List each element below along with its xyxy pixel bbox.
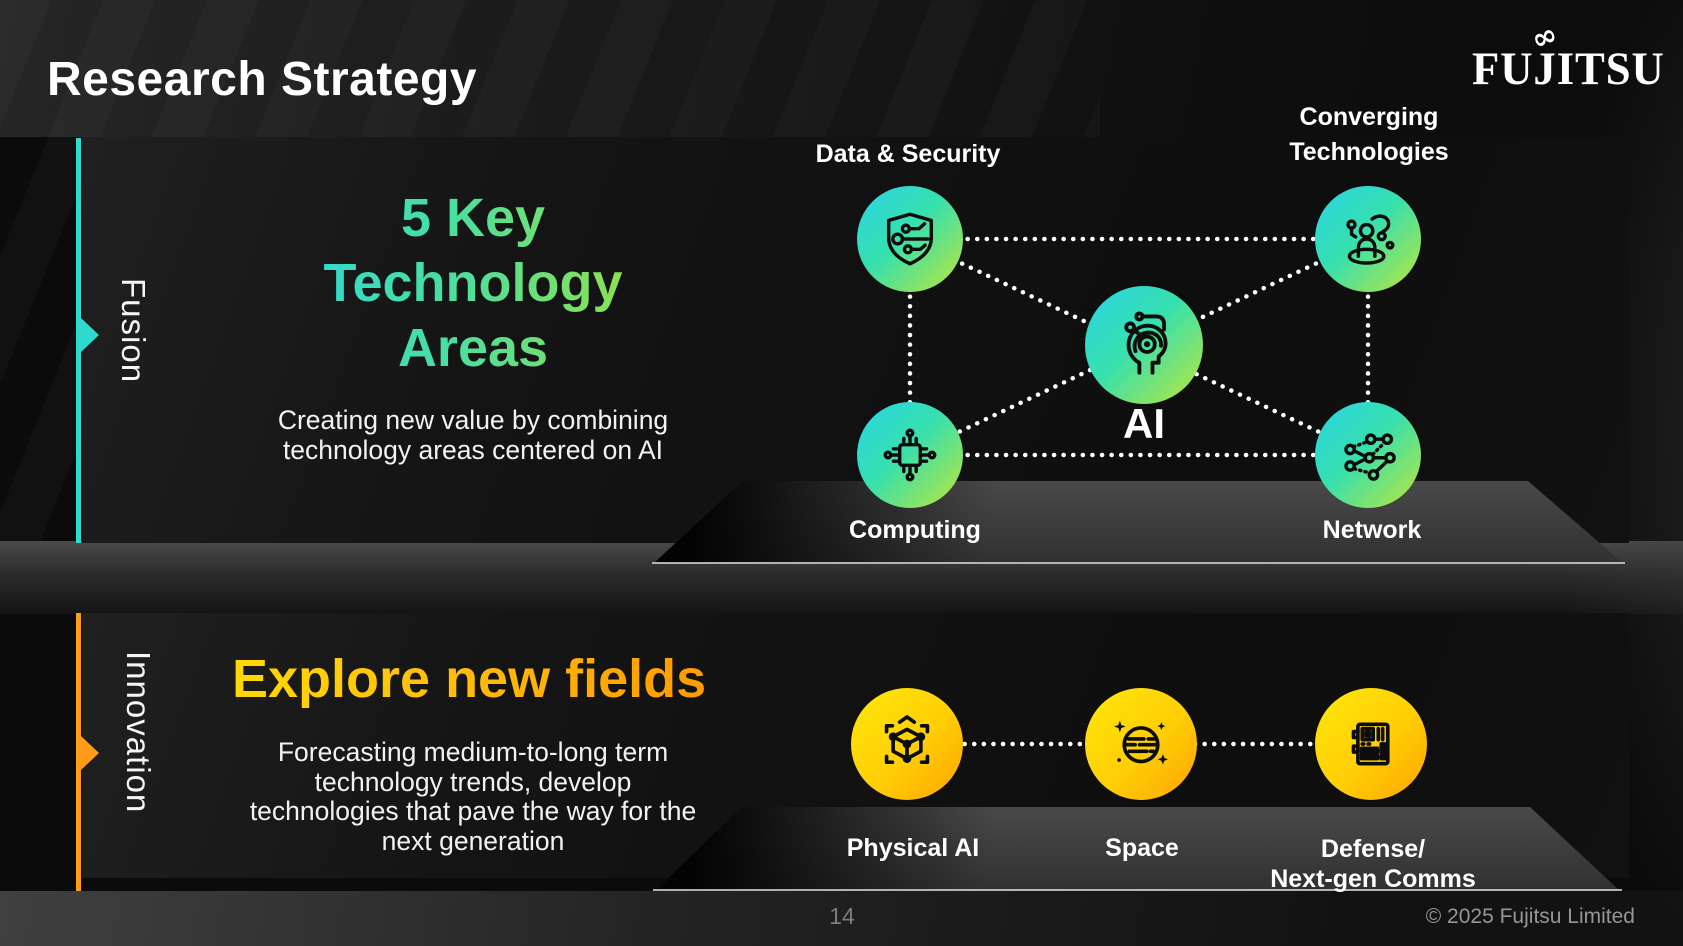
fusion-arrow-icon [81,318,99,352]
background-top-band [0,0,1683,137]
data-security-node [857,186,963,292]
defense-next-gen-comms-label: Defense/ Next-gen Comms [1270,834,1476,894]
fusion-heading: 5 Key Technology Areas [250,186,696,381]
person-network-icon [1346,214,1395,265]
fusion-heading-line-2: Technology [323,253,623,313]
innovation-platform-edge-line [653,889,1622,891]
fusion-heading-line-1: 5 Key [400,188,546,248]
converging-label-line-2: Technologies [1289,138,1449,166]
fujitsu-logo-text: FUJITSU [1472,43,1665,95]
innovation-description: Forecasting medium-to-long term technolo… [249,737,697,856]
background-footer-band [0,891,1683,946]
network-label: Network [1322,516,1422,544]
converging-label-line-1: Converging [1299,103,1439,131]
ai-head-icon [1124,311,1168,375]
converging-technologies-label: Converging Technologies [1289,100,1448,170]
innovation-accent-line [76,613,81,891]
physical-ai-label: Physical AI [846,834,980,862]
fusion-description: Creating new value by combining technolo… [277,405,669,465]
fusion-side-label: Fusion [115,278,152,384]
ai-label: AI [1123,400,1165,447]
defense-label-line-1: Defense/ [1320,835,1426,863]
computing-label: Computing [849,516,981,544]
fusion-platform [654,481,1623,563]
converging-technologies-node [1315,186,1421,292]
innovation-arrow-icon [81,736,99,770]
page-number: 14 [829,903,855,929]
data-security-label: Data & Security [815,140,1001,168]
physical-ai-node [851,688,963,800]
fusion-platform-edge-line [652,562,1625,564]
circuit-board-icon [1351,722,1390,766]
innovation-side-label: Innovation [120,651,157,814]
planet-icon [1114,720,1168,765]
chip-icon [883,428,937,482]
shield-circuit-icon [886,212,934,266]
space-label: Space [1105,834,1179,862]
space-node [1085,688,1197,800]
network-node [1315,402,1421,508]
innovation-heading: Explore new fields [232,649,707,709]
fusion-heading-line-3: Areas [397,318,549,378]
page-title: Research Strategy [47,53,478,106]
ai-node [1085,286,1203,404]
fujitsu-logo: ∞ FUJITSU [1472,17,1675,96]
defense-label-line-2: Next-gen Comms [1270,865,1476,893]
copyright-text: © 2025 Fujitsu Limited [1425,905,1635,928]
fusion-accent-line [76,138,81,543]
cube-3d-icon [884,715,930,765]
network-nodes-icon [1344,433,1396,481]
computing-node [857,402,963,508]
defense-next-gen-comms-node [1315,688,1427,800]
